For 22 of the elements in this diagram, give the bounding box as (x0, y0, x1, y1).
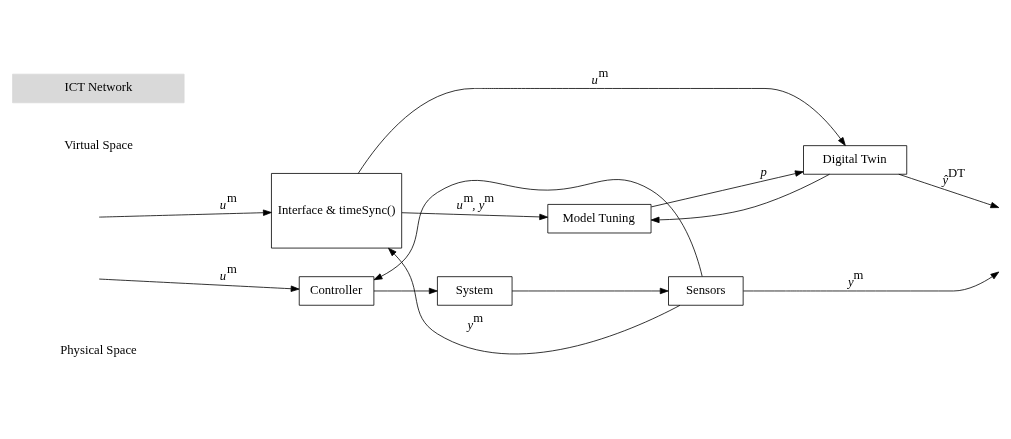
arrow (401, 212, 548, 221)
arrow (373, 287, 438, 295)
arrow (742, 271, 999, 292)
node-box: Sensors (667, 276, 744, 306)
arrow (650, 173, 830, 224)
label: Physical Space (59, 342, 137, 357)
arrow (650, 170, 804, 208)
node-box: Controller (298, 276, 374, 306)
edge-label: p (760, 164, 767, 179)
node-box: System (436, 276, 512, 306)
arrow (373, 179, 703, 281)
node-box: Interface & timeSync() (270, 173, 402, 249)
arrow (98, 209, 272, 218)
node-box: ICT Network (11, 73, 184, 104)
arrow (511, 287, 669, 295)
arrow (897, 173, 999, 209)
node-box: Model Tuning (546, 204, 651, 234)
label: Virtual Space (63, 137, 133, 152)
arrow (98, 278, 299, 292)
node-box: Digital Twin (802, 145, 907, 175)
arrow (387, 247, 680, 355)
arrow (357, 88, 846, 174)
